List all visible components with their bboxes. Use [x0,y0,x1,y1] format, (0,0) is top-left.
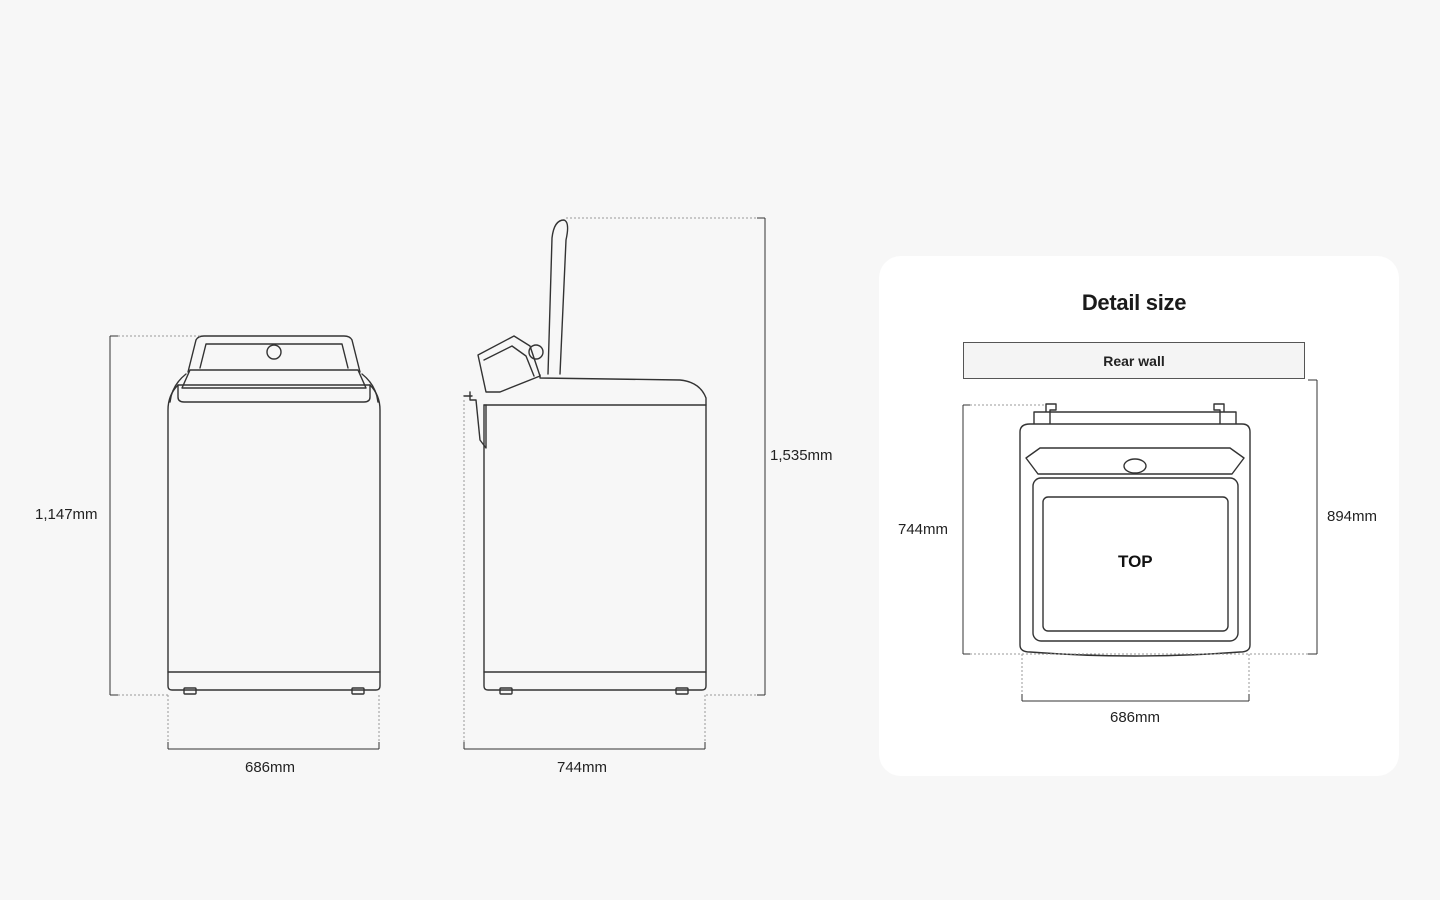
side-view-washer [463,219,707,695]
detail-size-card [879,256,1399,776]
dimension-lines [109,217,766,750]
detail-width-label: 686mm [1110,709,1161,726]
detail-depth-label: 744mm [898,521,949,538]
detail-size-title: Detail size [1081,290,1187,315]
front-width-label: 686mm [245,759,296,776]
front-view-washer [167,335,381,695]
extension-lines [118,217,757,742]
detail-top-label: TOP [1118,552,1153,571]
side-depth-label: 744mm [557,759,608,776]
detail-clearance-depth-label: 894mm [1327,508,1378,525]
front-height-label: 1,147mm [35,506,98,523]
side-height-label: 1,535mm [770,447,833,464]
rear-wall-box: Rear wall [963,342,1305,379]
